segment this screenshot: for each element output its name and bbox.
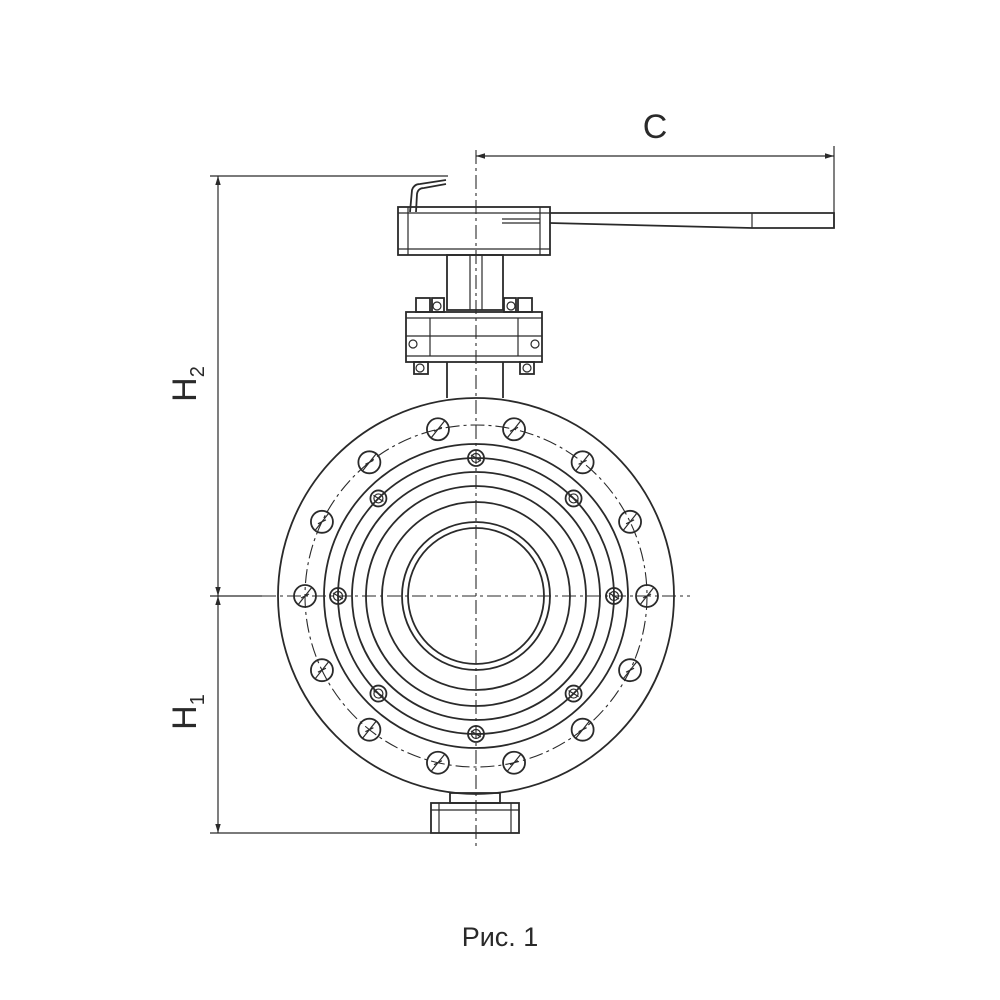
inner-bolt xyxy=(369,489,388,508)
stem-neck xyxy=(405,254,543,398)
figure-caption: Рис. 1 xyxy=(461,922,539,952)
outer-flange-bolts xyxy=(293,417,659,775)
flange-bolt-hole xyxy=(310,658,334,683)
dimension-h1-label: H1 xyxy=(166,694,209,730)
flange-bolt-hole xyxy=(502,750,526,775)
flange-bolt-hole xyxy=(570,450,595,475)
flange-bolt-hole xyxy=(426,750,450,775)
flange-bolt-hole xyxy=(570,717,595,742)
flange-bolt-hole xyxy=(618,658,642,683)
handle-lever xyxy=(549,212,835,229)
inner-bolt xyxy=(564,489,583,508)
flange-bolt-hole xyxy=(293,584,317,608)
inner-bolt xyxy=(329,587,347,605)
flange-bolt-hole xyxy=(426,417,450,442)
inner-bolt xyxy=(605,587,623,605)
inner-bolt xyxy=(467,449,485,467)
flange-bolt-hole xyxy=(310,509,334,534)
dimension-c-label: C xyxy=(643,108,668,146)
dimension-c: C xyxy=(476,108,835,228)
flange-bolt-hole xyxy=(357,717,382,742)
dimension-h2-label: H2 xyxy=(166,366,209,402)
inner-bolt xyxy=(369,684,388,703)
bottom-trunnion xyxy=(430,792,520,834)
dimension-h: H2 H1 xyxy=(166,175,448,834)
flange-bolt-hole xyxy=(618,509,642,534)
flange-bolt-hole xyxy=(635,584,659,608)
gearbox-top xyxy=(397,179,551,256)
flange-bolt-hole xyxy=(502,417,526,442)
inner-bolt xyxy=(467,725,485,743)
inner-bolts xyxy=(329,449,623,743)
flange-bolt-hole xyxy=(357,450,382,475)
inner-bolt xyxy=(564,684,583,703)
